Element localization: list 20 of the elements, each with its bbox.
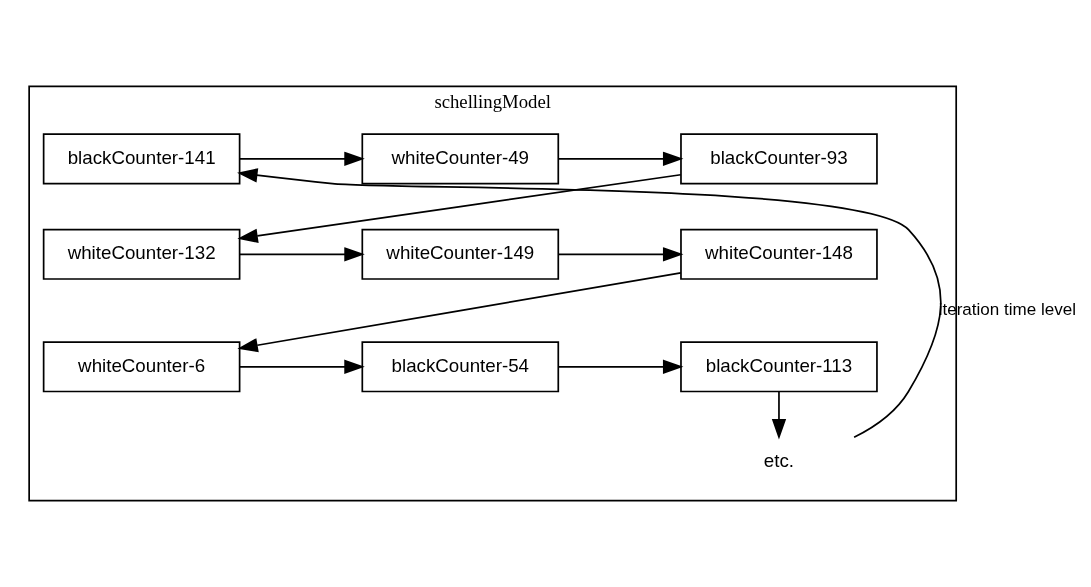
node-box: whiteCounter-149: [361, 228, 560, 280]
arrow: [239, 151, 365, 167]
arrow: [557, 359, 684, 374]
arrow: [237, 168, 942, 439]
node-text: etc.: [763, 449, 795, 471]
arrow: [239, 247, 365, 262]
node-box: blackCounter-93: [680, 133, 878, 185]
node-box: whiteCounter-148: [680, 228, 878, 280]
arrow: [237, 271, 682, 353]
node-box: blackCounter-113: [680, 341, 878, 393]
arrow: [557, 247, 684, 262]
node-box: whiteCounter-49: [361, 133, 560, 185]
node-box: whiteCounter-6: [42, 341, 241, 393]
arrow: [239, 359, 365, 374]
node-box: whiteCounter-132: [42, 228, 241, 280]
node-box: blackCounter-54: [361, 341, 560, 393]
node-box: blackCounter-141: [42, 133, 241, 185]
arrow: [771, 390, 787, 440]
arrow: [557, 151, 684, 167]
arrow: [237, 173, 682, 243]
